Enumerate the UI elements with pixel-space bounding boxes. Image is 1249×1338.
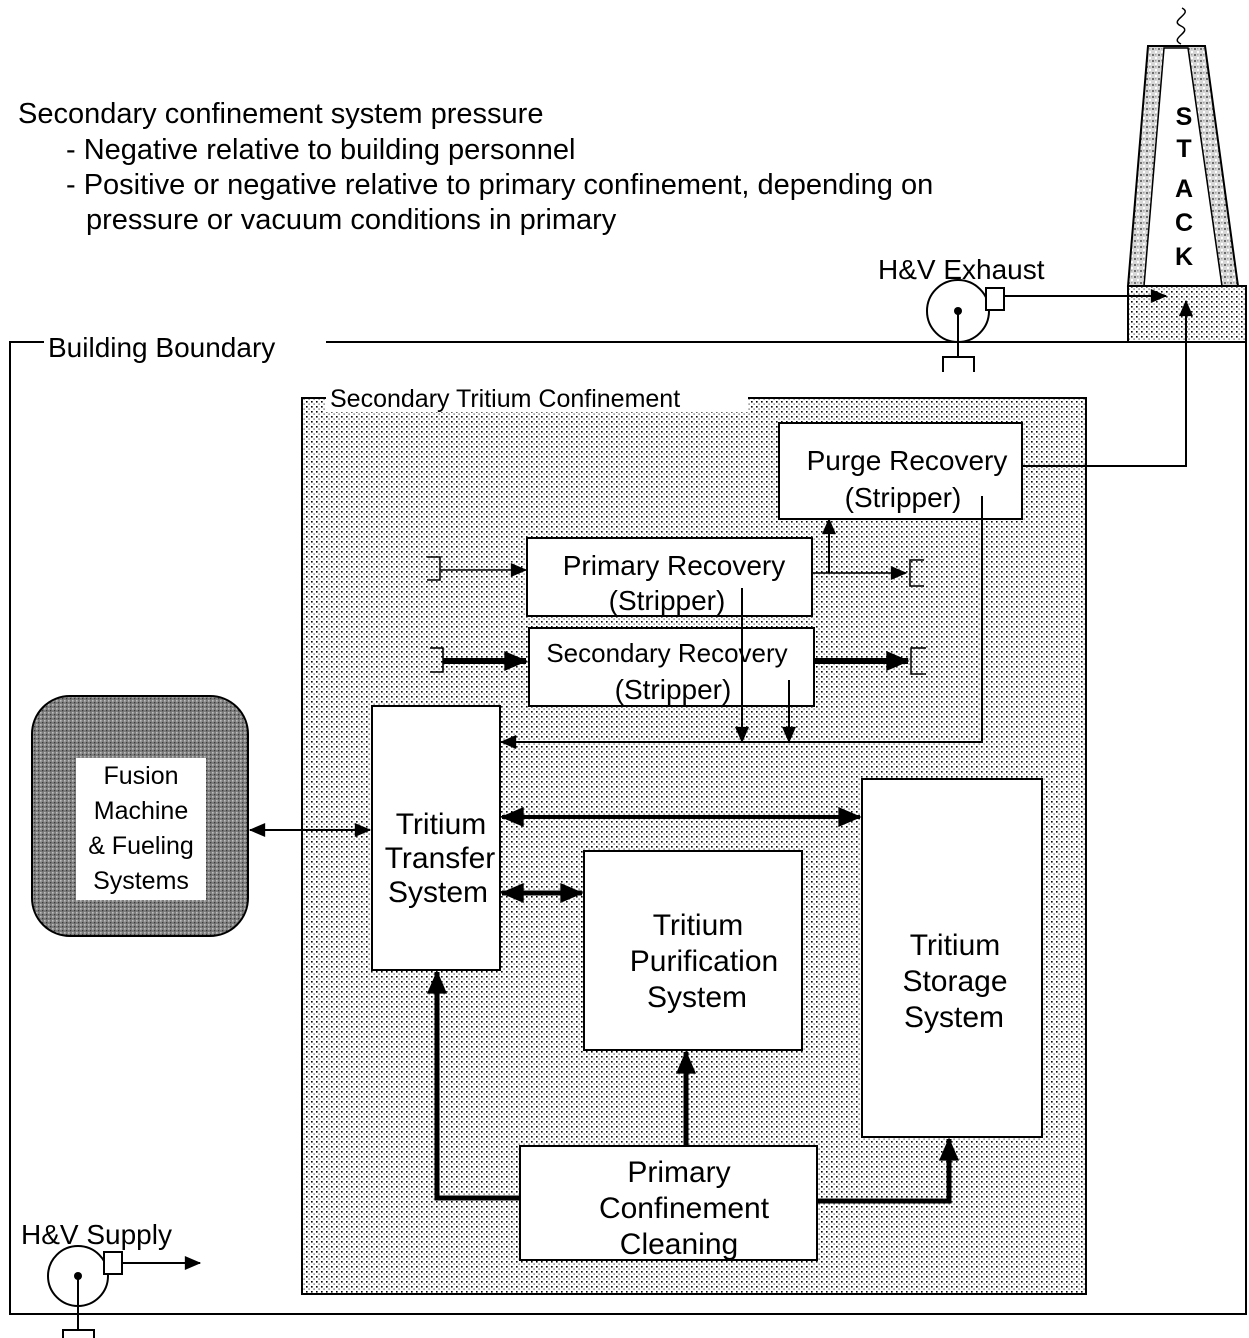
tritium-purification-frame bbox=[583, 850, 803, 1051]
stack: S T A C K bbox=[1126, 7, 1247, 343]
primary-confinement-cleaning-box: Primary Confinement Cleaning bbox=[519, 1145, 818, 1261]
hv-exhaust: H&V Exhaust bbox=[878, 254, 1168, 372]
cleaning-to-transfer-arrow bbox=[427, 970, 520, 1201]
fan-outlet bbox=[985, 287, 1005, 311]
tritium-transfer-box: Tritium Transfer System bbox=[371, 705, 501, 971]
tritium-purification-line: Tritium bbox=[653, 909, 744, 942]
tritium-purification-line: System bbox=[647, 981, 747, 1014]
fusion-machine-line: Machine bbox=[94, 797, 189, 825]
secondary-recovery-box: Secondary Recovery (Stripper) bbox=[528, 627, 815, 707]
notes-heading: Secondary confinement system pressure bbox=[18, 98, 543, 130]
secondary-recovery-line: Secondary Recovery bbox=[546, 638, 787, 668]
tritium-transfer-frame bbox=[371, 705, 501, 971]
tritium-storage-line: System bbox=[904, 1001, 1004, 1034]
hv-supply-label: H&V Supply bbox=[21, 1219, 172, 1250]
secondary-confinement-label-bg bbox=[326, 384, 748, 412]
return-header-arrow bbox=[499, 496, 983, 749]
tritium-storage-frame bbox=[861, 778, 1043, 1138]
notes-line-2: - Positive or negative relative to prima… bbox=[66, 169, 933, 201]
primary-inlet-bracket bbox=[427, 556, 441, 581]
tritium-storage-box: Tritium Storage System bbox=[861, 778, 1043, 1138]
primary-confinement-cleaning-line: Cleaning bbox=[620, 1228, 738, 1261]
secondary-recovery-frame bbox=[528, 627, 815, 707]
fan-outlet bbox=[103, 1251, 123, 1275]
tritium-transfer-line: Transfer bbox=[385, 842, 496, 875]
notes-line-1: - Negative relative to building personne… bbox=[66, 134, 575, 166]
fusion-machine-panel bbox=[76, 758, 206, 900]
primary-recovery-box: Primary Recovery (Stripper) bbox=[526, 537, 813, 617]
purge-to-stack-arrow bbox=[1022, 299, 1193, 467]
notes-line-3: pressure or vacuum conditions in primary bbox=[86, 204, 617, 236]
building-boundary-label-bg bbox=[44, 326, 326, 358]
building-boundary: Building Boundary bbox=[9, 326, 1247, 1315]
fusion-machine-line: & Fueling bbox=[88, 832, 194, 860]
hv-supply: H&V Supply bbox=[21, 1219, 202, 1338]
purge-recovery-line: (Stripper) bbox=[845, 482, 962, 513]
stack-letter: C bbox=[1175, 209, 1193, 237]
supply-intake-bracket bbox=[62, 1329, 95, 1338]
building-boundary-label: Building Boundary bbox=[48, 332, 275, 363]
primary-confinement-cleaning-line: Primary bbox=[627, 1156, 730, 1189]
stack-letter: A bbox=[1175, 175, 1193, 203]
secondary-outlet-bracket bbox=[910, 647, 926, 675]
primary-outlet-bracket bbox=[909, 559, 924, 587]
tritium-transfer-line: System bbox=[388, 876, 488, 909]
fusion-machine: Fusion Machine & Fueling Systems bbox=[31, 695, 249, 937]
tritium-storage-line: Storage bbox=[902, 965, 1007, 998]
purge-recovery-line: Purge Recovery bbox=[807, 445, 1008, 476]
secondary-confinement-label: Secondary Tritium Confinement bbox=[330, 385, 680, 413]
cleaning-to-storage-arrow bbox=[817, 1137, 959, 1204]
secondary-recovery-line: (Stripper) bbox=[615, 674, 732, 705]
primary-recovery-line: (Stripper) bbox=[609, 585, 726, 616]
stack-letter: K bbox=[1175, 243, 1193, 271]
tritium-purification-line: Purification bbox=[630, 945, 778, 978]
building-boundary-frame bbox=[9, 341, 1247, 1315]
fusion-machine-line: Fusion bbox=[103, 762, 178, 790]
exhaust-intake-bracket bbox=[942, 356, 975, 372]
stack-letter: S bbox=[1176, 103, 1193, 131]
primary-recovery-line: Primary Recovery bbox=[563, 550, 785, 581]
tritium-purification-box: Tritium Purification System bbox=[583, 850, 803, 1051]
fusion-machine-line: Systems bbox=[93, 867, 189, 895]
tritium-storage-line: Tritium bbox=[910, 929, 1001, 962]
stack-letter: T bbox=[1176, 135, 1191, 163]
primary-confinement-cleaning-line: Confinement bbox=[599, 1192, 770, 1225]
purge-recovery-box: Purge Recovery (Stripper) bbox=[778, 422, 1023, 520]
tritium-transfer-line: Tritium bbox=[396, 808, 487, 841]
flow-lines bbox=[248, 299, 1193, 1204]
primary-recovery-frame bbox=[526, 537, 813, 617]
pressure-notes: Secondary confinement system pressure - … bbox=[18, 98, 933, 236]
smoke-icon bbox=[1176, 7, 1186, 45]
primary-confinement-cleaning-frame bbox=[519, 1145, 818, 1261]
